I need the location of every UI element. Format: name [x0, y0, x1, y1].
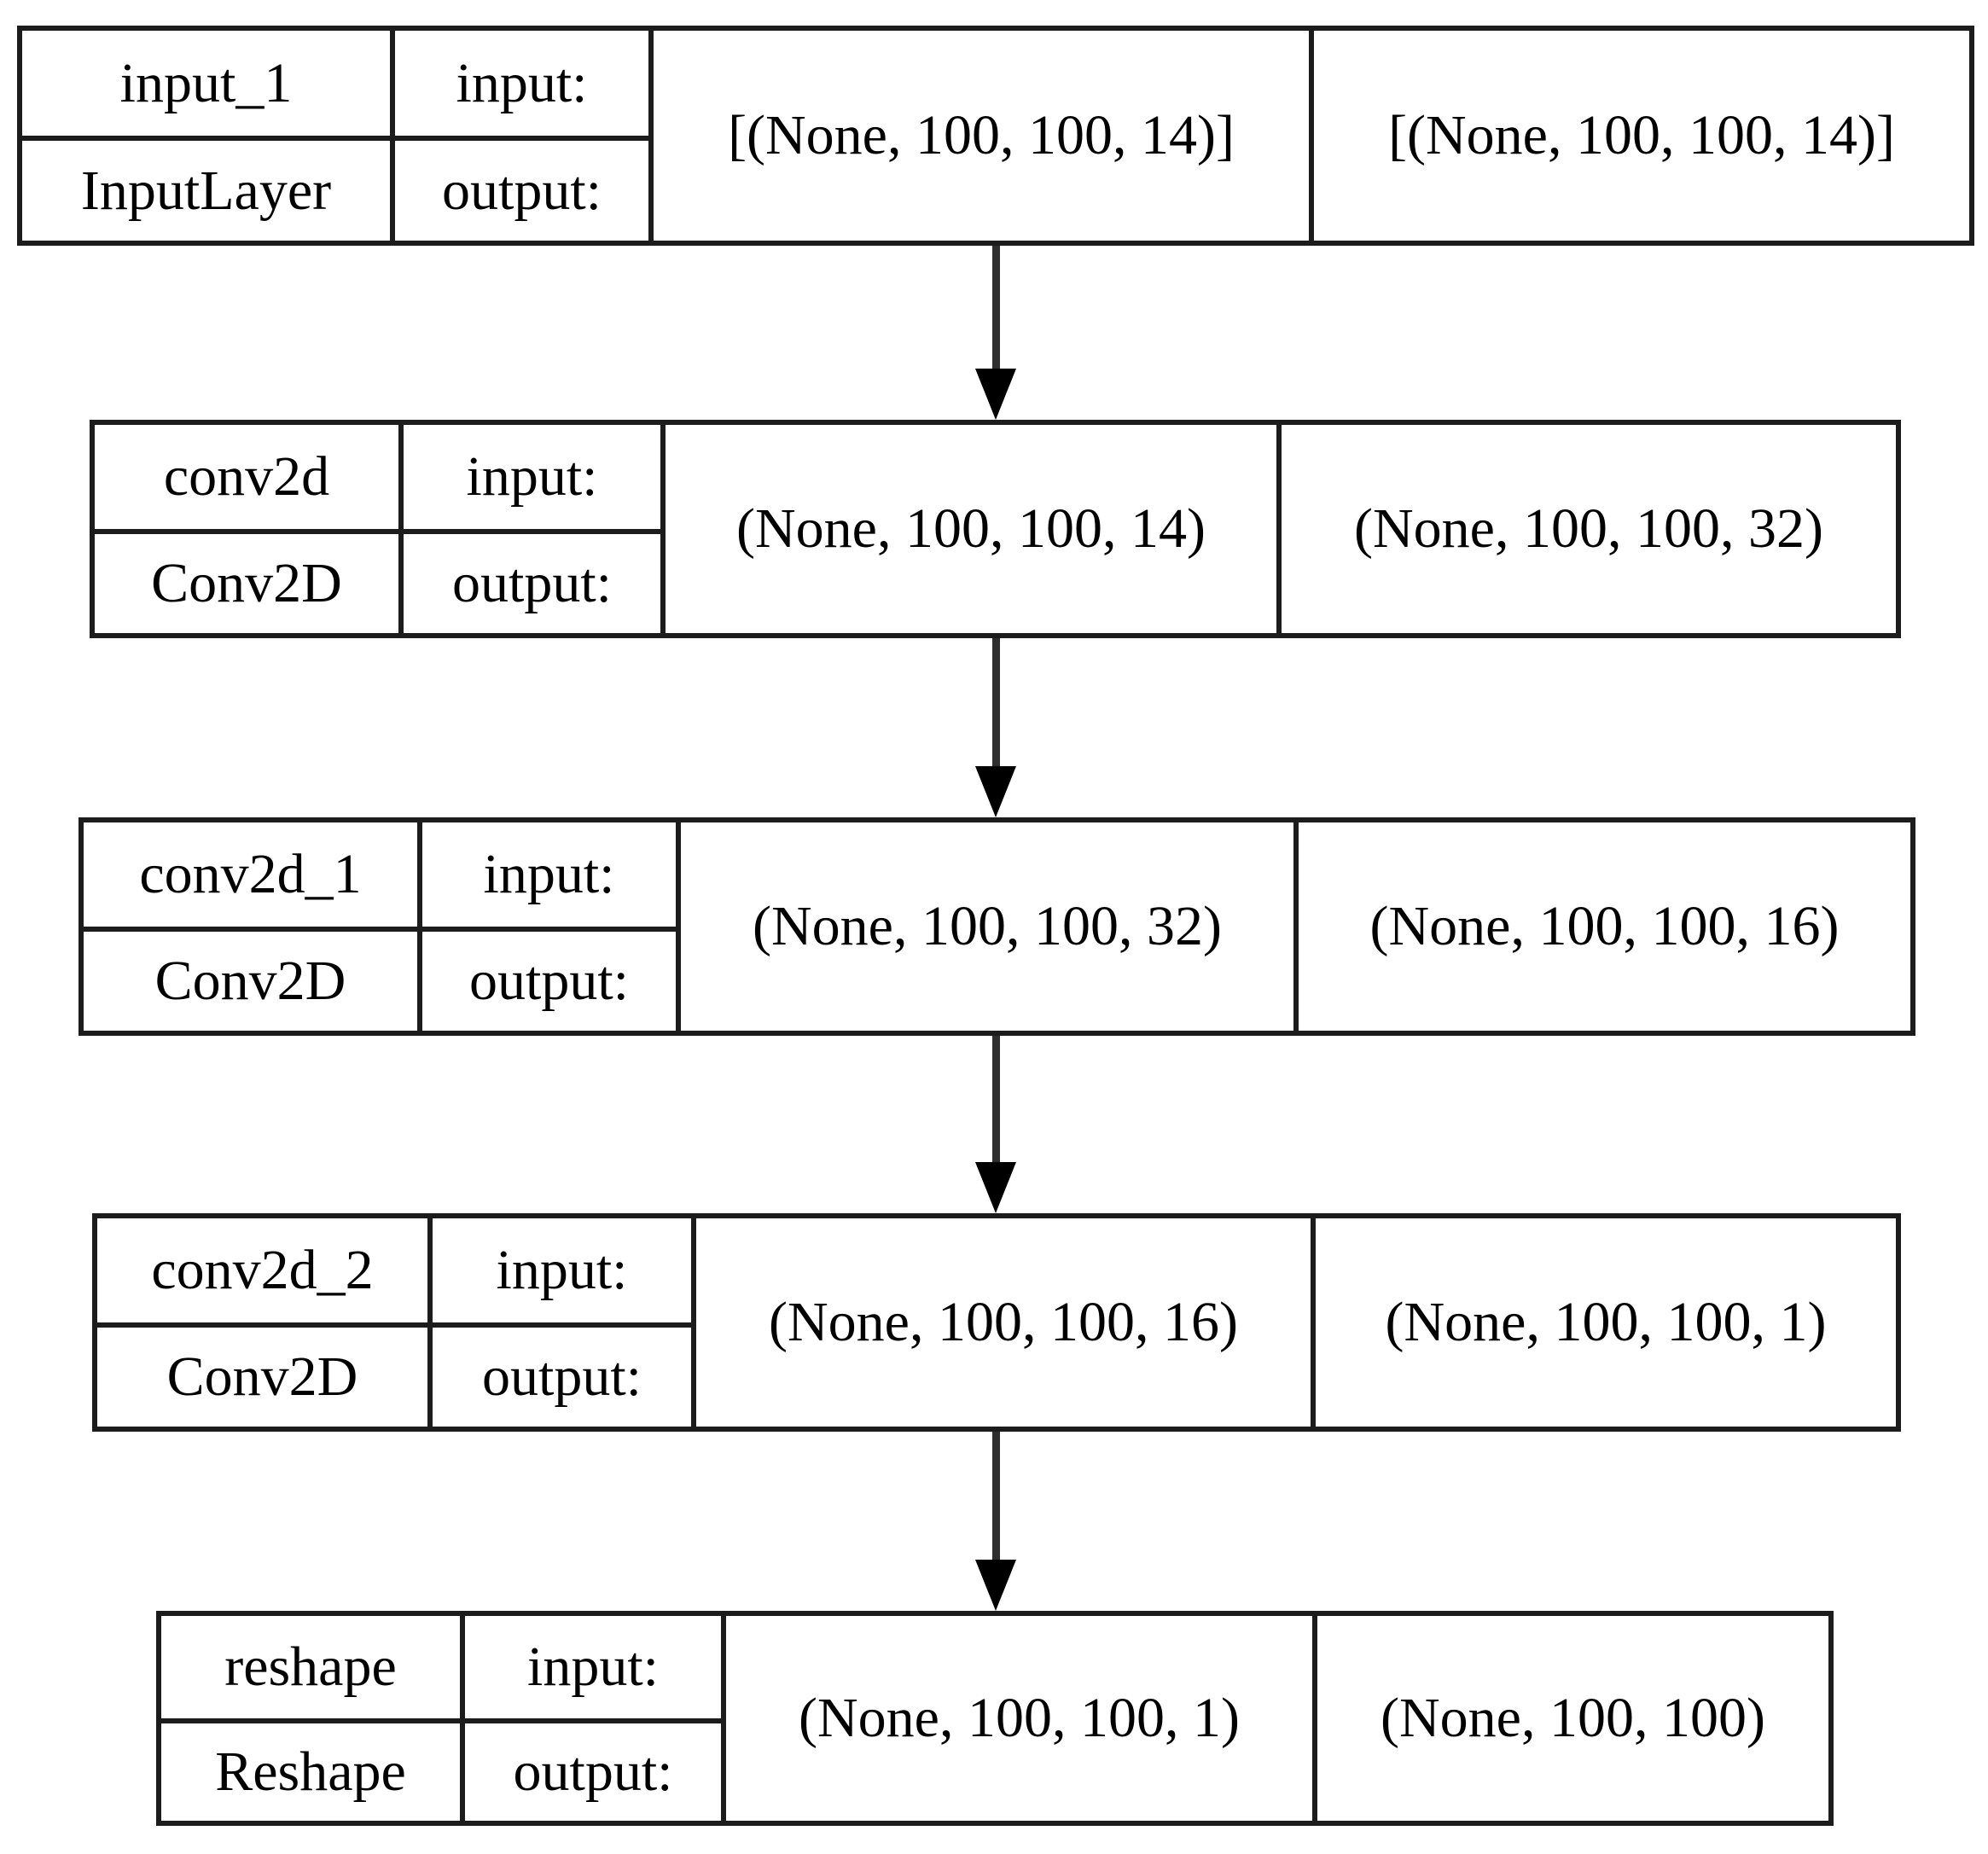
arrow-line-input1-to-conv2d: [992, 246, 1000, 374]
output-shape-cell: (None, 100, 100, 16): [1293, 822, 1910, 1031]
layer-node-input-1: input_1 input: [(None, 100, 100, 14)] [(…: [17, 26, 1974, 246]
arrow-head-icon: [975, 1560, 1016, 1611]
output-label-cell: output:: [390, 136, 648, 241]
output-label-cell: output:: [427, 1322, 691, 1427]
output-shape-cell: [(None, 100, 100, 14)]: [1309, 31, 1969, 241]
layer-type-cell: Reshape: [161, 1718, 460, 1821]
input-label-cell: input:: [390, 31, 648, 136]
input-shape-cell: [(None, 100, 100, 14)]: [648, 31, 1309, 241]
layer-node-conv2d-1: conv2d_1 input: (None, 100, 100, 32) (No…: [78, 817, 1915, 1036]
layer-name-cell: input_1: [119, 51, 293, 114]
layer-node-conv2d-2: conv2d_2 input: (None, 100, 100, 16) (No…: [92, 1213, 1901, 1432]
layer-type-cell: Conv2D: [84, 927, 417, 1031]
output-label-cell: output:: [398, 529, 660, 633]
output-shape-cell: (None, 100, 100, 1): [1311, 1218, 1896, 1427]
input-label-cell: input:: [427, 1218, 691, 1322]
input-shape-cell: (None, 100, 100, 32): [676, 822, 1293, 1031]
output-label-cell: output:: [460, 1718, 721, 1821]
layer-name-cell: conv2d_1: [139, 843, 362, 906]
arrow-line-conv2d-to-conv2d-1: [992, 638, 1000, 771]
layer-type-cell: InputLayer: [22, 136, 390, 241]
arrow-head-icon: [975, 766, 1016, 817]
layer-name-cell: reshape: [224, 1636, 397, 1699]
layer-name-cell: conv2d: [163, 445, 330, 509]
arrow-line-conv2d-1-to-conv2d-2: [992, 1036, 1000, 1167]
layer-node-conv2d: conv2d input: (None, 100, 100, 14) (None…: [90, 420, 1901, 638]
input-label-cell: input:: [417, 822, 676, 927]
arrow-head-icon: [975, 1162, 1016, 1213]
layer-type-cell: Conv2D: [97, 1322, 427, 1427]
input-shape-cell: (None, 100, 100, 1): [721, 1616, 1312, 1821]
layer-type-cell: Conv2D: [95, 529, 398, 633]
input-shape-cell: (None, 100, 100, 14): [660, 425, 1276, 633]
input-shape-cell: (None, 100, 100, 16): [691, 1218, 1311, 1427]
output-shape-cell: (None, 100, 100, 32): [1276, 425, 1896, 633]
arrow-head-icon: [975, 369, 1016, 420]
output-label-cell: output:: [417, 927, 676, 1031]
input-label-cell: input:: [460, 1616, 721, 1718]
arrow-line-conv2d-2-to-reshape: [992, 1432, 1000, 1565]
input-label-cell: input:: [398, 425, 660, 529]
layer-name-cell: conv2d_2: [151, 1239, 374, 1302]
layer-node-reshape: reshape input: (None, 100, 100, 1) (None…: [156, 1611, 1834, 1826]
output-shape-cell: (None, 100, 100): [1312, 1616, 1828, 1821]
